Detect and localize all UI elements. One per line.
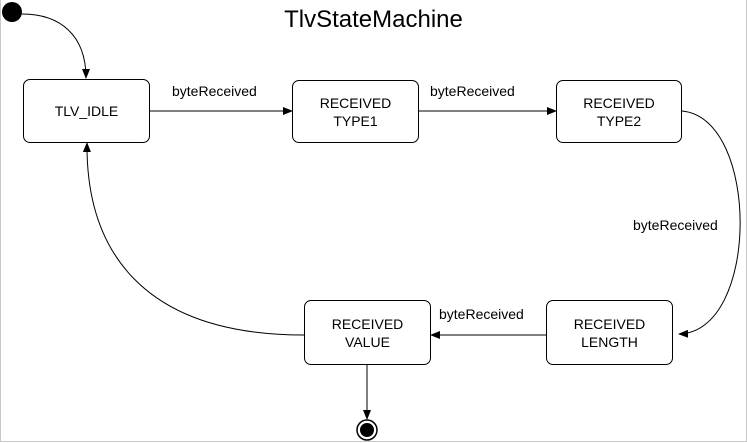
label-type2-to-length: byteReceived [633,217,718,233]
transition-value-to-idle [82,142,305,336]
state-received-type2: RECEIVED TYPE2 [556,80,682,143]
state-received-type2-line2: TYPE2 [596,112,642,129]
state-tlv-idle-label: TLV_IDLE [54,103,119,119]
label-length-to-value: byteReceived [439,306,524,322]
state-received-type1: RECEIVED TYPE1 [292,80,419,143]
final-state [356,419,378,441]
state-received-length-line2: LENGTH [581,333,638,350]
diagram-title: TlvStateMachine [284,6,463,33]
state-received-type1-line1: RECEIVED [319,94,392,111]
state-received-length: RECEIVED LENGTH [546,300,673,365]
state-received-type1-line2: TYPE1 [333,112,378,129]
state-received-type2-line1: RECEIVED [583,94,655,111]
state-received-value-line2: VALUE [345,333,390,350]
initial-state [2,2,22,22]
state-received-length-line1: RECEIVED [573,315,646,332]
transition-type2-to-length [678,110,741,338]
label-idle-to-type1: byteReceived [172,83,257,99]
state-received-value-line1: RECEIVED [331,315,404,332]
state-tlv-idle: TLV_IDLE [23,79,150,143]
initial-transition [21,13,90,79]
label-type1-to-type2: byteReceived [430,83,515,99]
state-received-value: RECEIVED VALUE [304,300,431,365]
